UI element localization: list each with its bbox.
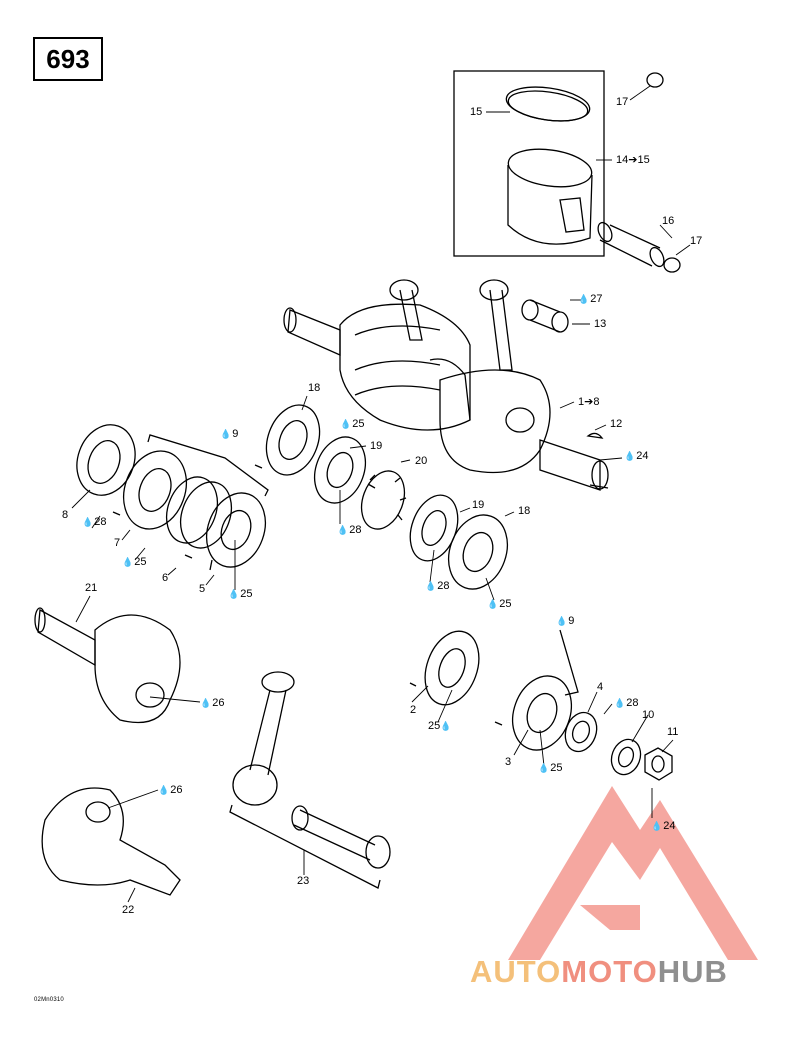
oil-drop-icon: 💧 — [440, 721, 452, 731]
piston — [507, 148, 593, 245]
oil-drop-icon: 💧 — [220, 429, 232, 439]
oil-drop-icon: 💧 — [425, 581, 437, 591]
ball-bearing — [424, 630, 480, 706]
callout-25: 💧25 — [538, 762, 563, 774]
watermark-logo — [508, 786, 758, 960]
callout-28: 💧28 — [82, 516, 107, 528]
callout-18: 18 — [308, 382, 321, 394]
callout-28: 💧28 — [337, 524, 362, 536]
callout-15: 15 — [470, 106, 483, 118]
callout-9: 💧9 — [556, 615, 575, 627]
crank-half — [41, 787, 181, 896]
callout-25: 25💧 — [428, 720, 452, 732]
callout-25: 💧25 — [122, 556, 147, 568]
oil-drop-icon: 💧 — [487, 599, 499, 609]
oil-drop-icon: 💧 — [556, 616, 568, 626]
circlip — [663, 257, 681, 273]
callout-25: 💧25 — [340, 418, 365, 430]
callout-3: 3 — [505, 756, 512, 768]
ball-bearing — [265, 404, 321, 476]
callout-25: 💧25 — [228, 588, 253, 600]
oil-drop-icon: 💧 — [200, 698, 212, 708]
retaining-ring — [165, 476, 219, 544]
callout-9: 💧9 — [220, 428, 239, 440]
callout-2: 2 — [410, 704, 417, 716]
oil-seal — [564, 711, 598, 753]
crank-half — [34, 607, 181, 724]
callout-4: 4 — [597, 681, 604, 693]
nut — [644, 747, 673, 781]
ball-bearing — [206, 492, 266, 568]
callout-23: 23 — [297, 875, 310, 887]
callout-26: 💧26 — [158, 784, 183, 796]
callout-28: 💧28 — [614, 697, 639, 709]
callout-26: 💧26 — [200, 697, 225, 709]
woodruff-key — [586, 432, 604, 439]
callout-16: 16 — [662, 215, 675, 227]
oil-drop-icon: 💧 — [337, 525, 349, 535]
connecting-rod — [232, 671, 391, 869]
oil-drop-icon: 💧 — [651, 821, 663, 831]
oil-drop-icon: 💧 — [122, 557, 134, 567]
watermark-brand: AUTOMOTOHUB — [470, 954, 728, 989]
oil-seal — [409, 494, 459, 562]
callout-24: 💧24 — [624, 450, 649, 462]
oil-drop-icon: 💧 — [340, 419, 352, 429]
oil-seal — [313, 436, 367, 504]
ball-bearing — [123, 450, 187, 530]
callout-18: 18 — [518, 505, 531, 517]
page-number: 693 — [33, 37, 103, 81]
callout-14: 14➔15 — [616, 154, 650, 166]
oil-drop-icon: 💧 — [538, 763, 550, 773]
crank-seal — [76, 424, 136, 496]
needle-bearing — [521, 299, 569, 333]
callout-19: 19 — [370, 440, 383, 452]
piston-pin — [597, 221, 665, 268]
callout-6: 6 — [162, 572, 169, 584]
callout-17: 17 — [616, 96, 629, 108]
callout-28: 💧28 — [425, 580, 450, 592]
callout-10: 10 — [642, 709, 655, 721]
bracket-9a — [147, 434, 269, 497]
callout-20: 20 — [415, 455, 428, 467]
callout-8: 8 — [62, 509, 69, 521]
callout-5: 5 — [199, 583, 206, 595]
oil-drop-icon: 💧 — [158, 785, 170, 795]
callout-7: 7 — [114, 537, 121, 549]
washer — [610, 738, 642, 776]
callout-25: 💧25 — [487, 598, 512, 610]
callout-12: 12 — [610, 418, 623, 430]
oil-drop-icon: 💧 — [228, 589, 240, 599]
callout-27: 💧27 — [578, 293, 603, 305]
crankshaft-assembly — [283, 279, 609, 491]
oil-drop-icon: 💧 — [578, 294, 590, 304]
ball-bearing — [448, 514, 508, 590]
bracket-9b — [559, 629, 579, 696]
callout-11: 11 — [667, 726, 679, 738]
oil-drop-icon: 💧 — [82, 517, 94, 527]
oil-drop-icon: 💧 — [624, 451, 636, 461]
callout-19: 19 — [472, 499, 485, 511]
drive-gear — [360, 470, 407, 530]
callout-24: 💧24 — [651, 820, 676, 832]
oil-drop-icon: 💧 — [614, 698, 626, 708]
circlip — [646, 72, 664, 88]
callout-21: 21 — [85, 582, 98, 594]
callout-1: 1➔8 — [578, 396, 600, 408]
callout-22: 22 — [122, 904, 135, 916]
callout-13: 13 — [594, 318, 607, 330]
piston-kit-frame — [453, 70, 605, 257]
callout-17-lower: 17 — [690, 235, 703, 247]
drawing-code: 02Mn0310 — [34, 997, 64, 1003]
